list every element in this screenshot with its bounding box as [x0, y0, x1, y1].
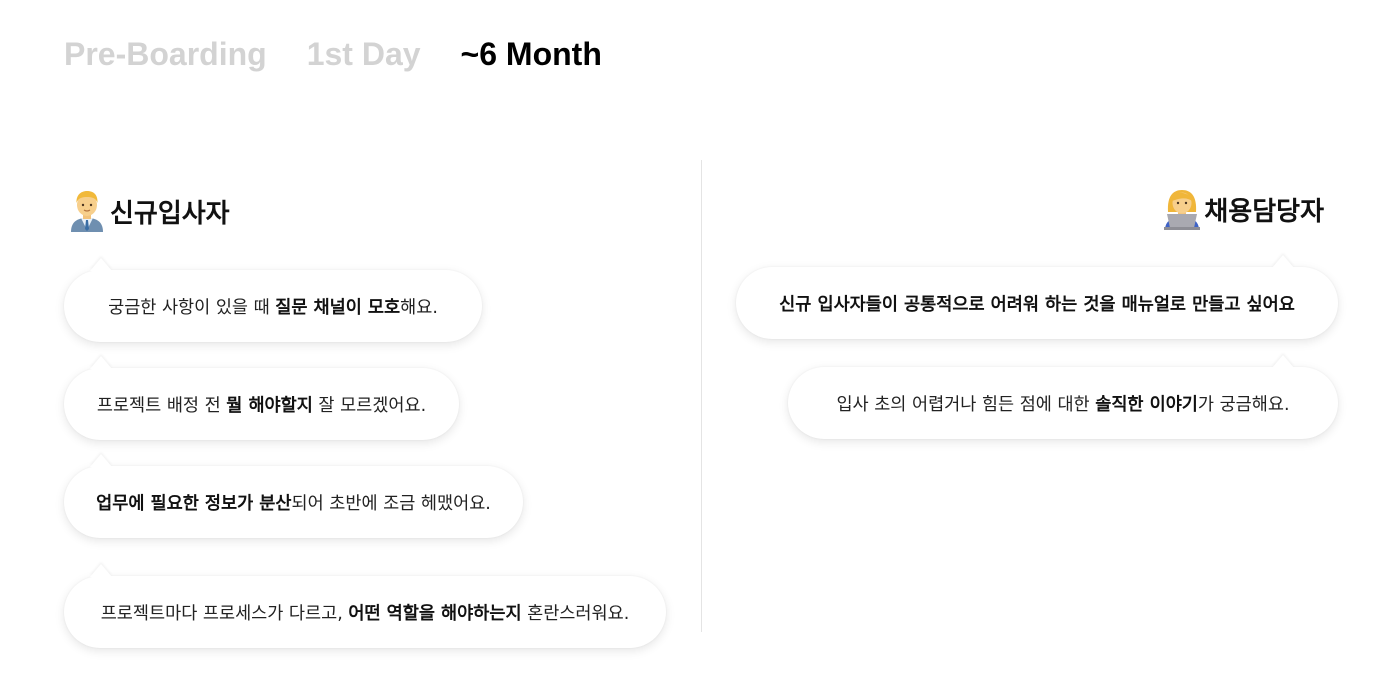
tab-1st-day[interactable]: 1st Day — [306, 36, 421, 72]
stage-tabs: Pre-Boarding 1st Day ~6 Month — [64, 34, 642, 74]
office-worker-man-icon — [68, 190, 106, 232]
quote-text: 업무에 필요한 정보가 분산되어 초반에 조금 헤맸어요. — [96, 493, 491, 514]
quote-text: 궁금한 사항이 있을 때 질문 채널이 모호해요. — [108, 297, 438, 318]
quote-text: 신규 입사자들이 공통적으로 어려워 하는 것을 매뉴얼로 만들고 싶어요 — [779, 294, 1295, 315]
new-hire-header: 신규입사자 — [68, 190, 230, 232]
new-hire-quote-2: 프로젝트 배정 전 뭘 해야할지 잘 모르겠어요. — [64, 368, 459, 440]
recruiter-label: 채용담당자 — [1204, 196, 1324, 227]
quote-text: 프로젝트마다 프로세스가 다르고, 어떤 역할을 해야하는지 혼란스러워요. — [100, 603, 630, 624]
recruiter-quote-2: 입사 초의 어렵거나 힘든 점에 대한 솔직한 이야기가 궁금해요. — [788, 367, 1338, 439]
recruiter-quote-1: 신규 입사자들이 공통적으로 어려워 하는 것을 매뉴얼로 만들고 싶어요 — [736, 267, 1338, 339]
tab-6-month[interactable]: ~6 Month — [460, 36, 602, 72]
quote-text: 입사 초의 어렵거나 힘든 점에 대한 솔직한 이야기가 궁금해요. — [836, 394, 1290, 415]
tab-pre-boarding[interactable]: Pre-Boarding — [64, 36, 267, 72]
new-hire-label: 신규입사자 — [110, 198, 230, 229]
new-hire-quote-4: 프로젝트마다 프로세스가 다르고, 어떤 역할을 해야하는지 혼란스러워요. — [64, 576, 666, 648]
recruiter-header: 채용담당자 — [1162, 188, 1324, 230]
column-divider — [701, 160, 702, 632]
person-with-laptop-icon — [1162, 188, 1201, 230]
quote-text: 프로젝트 배정 전 뭘 해야할지 잘 모르겠어요. — [96, 395, 427, 416]
new-hire-quote-3: 업무에 필요한 정보가 분산되어 초반에 조금 헤맸어요. — [64, 466, 523, 538]
new-hire-quote-1: 궁금한 사항이 있을 때 질문 채널이 모호해요. — [64, 270, 482, 342]
